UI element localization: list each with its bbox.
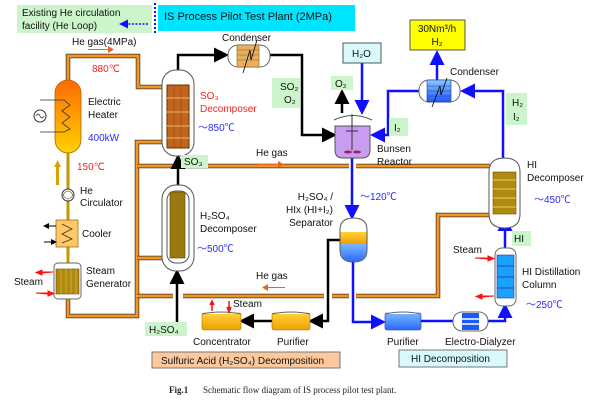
electro-dialyzer xyxy=(452,311,489,332)
so3-stream-label: SO₃ xyxy=(184,157,203,168)
so3-decomposer xyxy=(161,69,195,157)
circulator-label-1: He xyxy=(80,186,93,197)
h2so4-decomposer xyxy=(161,184,195,272)
hi-column-label-1: HI Distillation xyxy=(522,267,580,278)
figure-number: Fig.1 xyxy=(169,385,189,395)
bunsen-label-2: Reactor xyxy=(377,157,413,168)
pilot-plant-title: IS Process Pilot Test Plant (2MPa) xyxy=(164,11,332,23)
bunsen-reactor xyxy=(333,114,373,159)
h2so4-stream-label: H₂SO₄ xyxy=(149,325,179,336)
he-gas-label-bottom: He gas xyxy=(256,271,288,282)
steam-generator xyxy=(34,262,82,300)
electro-dialyzer-label: Electro-Dialyzer xyxy=(445,337,516,348)
sulfuric-flow-lines xyxy=(169,47,350,329)
separator-temp: ～120℃ xyxy=(360,192,397,203)
i2-label: I₂ xyxy=(394,123,401,134)
steam-label-left: Steam xyxy=(14,277,43,288)
separator-label-3: Separator xyxy=(289,218,334,229)
i2-stream-label: I₂ xyxy=(513,112,520,123)
flow-arrow-icon xyxy=(262,284,285,291)
separator-label-1: H₂SO₄ / xyxy=(298,192,333,203)
h2-production-rate: 30Nm³/h xyxy=(418,24,456,35)
heater-label-1: Electric xyxy=(88,97,121,108)
sulfuric-section-label: Sulfuric Acid (H₂SO₄) Decomposition xyxy=(161,356,324,367)
cooler xyxy=(43,219,79,248)
so3-decomposer-label-2: Decomposer xyxy=(200,104,257,115)
hi-decomposer-temp: ～450℃ xyxy=(534,195,571,206)
electric-heater xyxy=(33,79,82,154)
separator xyxy=(339,217,368,263)
he-loop-pipes xyxy=(65,53,490,319)
hi-decomposer-label-1: HI xyxy=(527,160,537,171)
flow-up-arrow-icon xyxy=(54,160,61,185)
flow-arrow-icon xyxy=(88,46,114,53)
so3-decomposer-temp: ～850℃ xyxy=(198,123,235,134)
purifier-1-label: Purifier xyxy=(277,337,309,348)
condenser-2-label: Condenser xyxy=(450,67,500,78)
hi-column-label-2: Column xyxy=(522,280,556,291)
circulator-label-2: Circulator xyxy=(80,198,123,209)
he-gas-4mpa-label: He gas(4MPa) xyxy=(72,37,136,48)
purifier-2-label: Purifier xyxy=(387,337,419,348)
he-loop-header: Existing He circulation facility (He Loo… xyxy=(17,5,152,33)
hi-stream-label: HI xyxy=(514,234,524,245)
steam-gen-label-2: Generator xyxy=(86,279,132,290)
h2so4-decomposer-label-1: H₂SO₄ xyxy=(200,211,230,222)
h2-product-label: H₂ xyxy=(431,37,442,48)
separator-label-2: HIx (HI+I₂) xyxy=(286,205,333,216)
steam-label-column: Steam xyxy=(453,245,482,256)
hi-flow-lines xyxy=(344,50,513,330)
temp-880: 880℃ xyxy=(92,64,120,75)
heater-power: 400kW xyxy=(88,133,120,144)
so3-decomposer-label-1: SO₃ xyxy=(200,91,219,102)
cooler-label: Cooler xyxy=(82,229,112,240)
temp-150: 150℃ xyxy=(77,162,105,173)
hi-column-temp: ～250℃ xyxy=(526,300,563,311)
flow-arrow-icon xyxy=(258,161,284,168)
h2o-input-label: H₂O xyxy=(352,49,371,60)
hi-section-label: HI Decomposition xyxy=(411,354,490,365)
pilot-plant-header: IS Process Pilot Test Plant (2MPa) xyxy=(158,5,355,31)
he-loop-title-1: Existing He circulation xyxy=(22,8,120,19)
bunsen-label-1: Bunsen xyxy=(377,144,411,155)
concentrator xyxy=(201,299,242,331)
h2-stream-label: H₂ xyxy=(512,98,523,109)
purifier-1 xyxy=(271,311,311,331)
concentrator-label: Concentrator xyxy=(193,337,251,348)
purifier-2 xyxy=(384,311,422,331)
he-gas-label-top: He gas xyxy=(256,148,288,159)
so2-label: SO₂ xyxy=(280,82,298,93)
heater-label-2: Heater xyxy=(88,110,119,121)
h2so4-decomposer-label-2: Decomposer xyxy=(200,224,257,235)
h2so4-decomposer-temp: ～500℃ xyxy=(197,244,234,255)
steam-gen-label-1: Steam xyxy=(86,266,115,277)
condenser-2 xyxy=(418,77,461,108)
hi-decomposer-label-2: Decomposer xyxy=(527,173,584,184)
o2-label: O₂ xyxy=(284,95,296,106)
figure-caption: Schematic flow diagram of IS process pil… xyxy=(203,385,396,395)
he-loop-title-2: facility (He Loop) xyxy=(22,21,97,32)
hi-distillation-column xyxy=(474,247,517,307)
o2-output-label: O₂ xyxy=(335,79,347,90)
steam-label-concentrator: Steam xyxy=(233,299,262,310)
condenser-1-label: Condenser xyxy=(222,33,272,44)
hi-decomposer xyxy=(488,157,521,229)
he-circulator-icon xyxy=(61,188,75,202)
condenser-1 xyxy=(227,39,271,74)
